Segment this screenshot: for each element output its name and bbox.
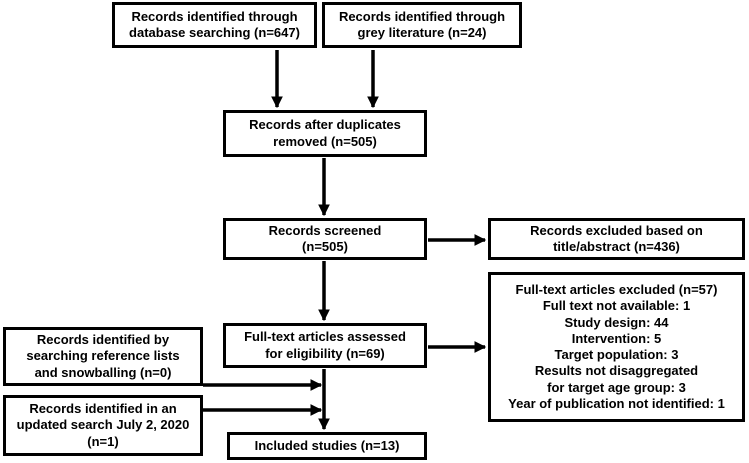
box-text-line: Records screened <box>268 222 382 238</box>
box-text-line: Included studies (n=13) <box>254 437 400 453</box>
box-text-line: updated search July 2, 2020 <box>16 417 190 433</box>
box-fulltext-excluded: Full-text articles excluded (n=57) Full … <box>488 272 745 422</box>
box-text-line: title/abstract (n=436) <box>553 239 680 254</box>
box-grey-literature: Records identified through grey literatu… <box>322 2 522 48</box>
box-text-line: Records identified through <box>131 8 298 24</box>
box-text-line: Target population: 3 <box>554 347 679 362</box>
box-database-search: Records identified through database sear… <box>112 2 317 48</box>
box-included-studies: Included studies (n=13) <box>227 432 427 460</box>
box-reference-lists-snowballing: Records identified by searching referenc… <box>3 327 203 386</box>
box-text-line: grey literature (n=24) <box>357 25 487 40</box>
box-text-line: Full-text articles assessed <box>244 329 406 345</box>
box-text-line: Records after duplicates <box>249 117 401 133</box>
box-text-line: Full text not available: 1 <box>542 298 691 314</box>
box-records-screened: Records screened (n=505) <box>223 218 427 260</box>
box-records-excluded-title-abstract: Records excluded based on title/abstract… <box>488 218 745 260</box>
box-text-line: removed (n=505) <box>273 133 377 149</box>
box-text-line: searching reference lists <box>26 348 180 364</box>
box-text-line: and snowballing (n=0) <box>34 364 172 380</box>
box-updated-search: Records identified in an updated search … <box>3 395 203 456</box>
box-text-line: for target age group: 3 <box>547 379 686 395</box>
box-text-line: Year of publication not identified: 1 <box>508 395 725 411</box>
box-text-line: Study design: 44 <box>564 314 669 330</box>
box-text-line: database searching (n=647) <box>129 25 300 40</box>
box-text-line: Full-text articles excluded (n=57) <box>515 282 718 297</box>
box-text-line: Records identified through <box>338 8 506 24</box>
box-text-line: (n=505) <box>302 239 348 254</box>
box-text-line: Results not disaggregated <box>534 363 699 379</box>
box-text-line: Records identified in an <box>29 401 177 417</box>
box-text-line: (n=1) <box>87 433 119 449</box>
box-text-line: Intervention: 5 <box>571 330 662 346</box>
box-duplicates-removed: Records after duplicates removed (n=505) <box>223 110 427 157</box>
box-text-line: for eligibility (n=69) <box>265 345 385 361</box>
box-text-line: Records identified by <box>36 332 170 348</box>
box-text-line: Records excluded based on <box>530 222 703 238</box>
box-fulltext-assessed: Full-text articles assessed for eligibil… <box>223 323 427 368</box>
